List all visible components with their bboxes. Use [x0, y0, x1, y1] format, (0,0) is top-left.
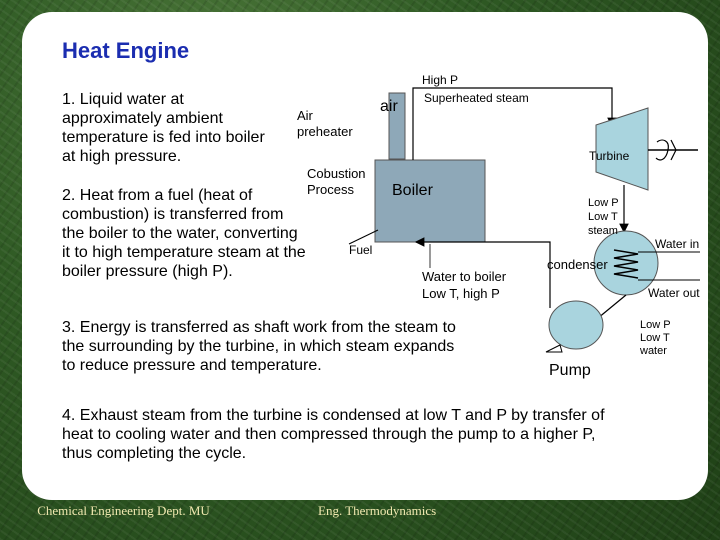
label-high-p: High P [422, 73, 459, 87]
label-turbine: Turbine [589, 149, 630, 163]
pump-shape [548, 300, 604, 350]
boiler-shape [374, 159, 486, 243]
label-condenser: condenser [547, 257, 608, 272]
label-water-in: Water in [655, 237, 700, 251]
label-low-p-low-t-water: Low P Low T water [640, 319, 671, 357]
shaft-rotation-icon [655, 139, 669, 161]
label-water-to-boiler: Water to boiler Low T, high P [422, 269, 507, 301]
label-superheated-steam: Superheated steam [424, 91, 529, 105]
label-pump: Pump [549, 362, 591, 379]
point-2: 2. Heat from a fuel (heat of combustion)… [62, 187, 306, 280]
label-water-out: Water out [648, 286, 700, 300]
point-1: 1. Liquid water at approximately ambient… [62, 91, 265, 165]
shaft-curl-icon [670, 139, 677, 161]
turbine-shape [595, 107, 649, 191]
label-combustion-process: Cobustion Process [307, 166, 366, 197]
slide-title: Heat Engine [62, 38, 190, 63]
steam-line [412, 87, 617, 160]
slide-panel [22, 12, 708, 500]
label-low-p-low-t-steam: Low P Low T steam [588, 197, 619, 237]
point-3: 3. Energy is transferred as shaft work f… [62, 319, 456, 374]
point-4: 4. Exhaust steam from the turbine is con… [62, 407, 605, 462]
footer-course: Eng. Thermodynamics [318, 503, 437, 518]
air-preheater-shape [388, 92, 406, 160]
feedwater-line [414, 237, 551, 308]
footer-department: Chemical Engineering Dept. MU [37, 503, 210, 518]
pump-base [545, 344, 563, 353]
label-air-preheater: Air preheater [297, 108, 353, 139]
label-boiler: Boiler [392, 182, 433, 199]
label-air: air [380, 98, 398, 115]
label-fuel: Fuel [349, 243, 373, 257]
fuel-line [348, 229, 379, 245]
cooling-coil-icon [613, 249, 639, 279]
